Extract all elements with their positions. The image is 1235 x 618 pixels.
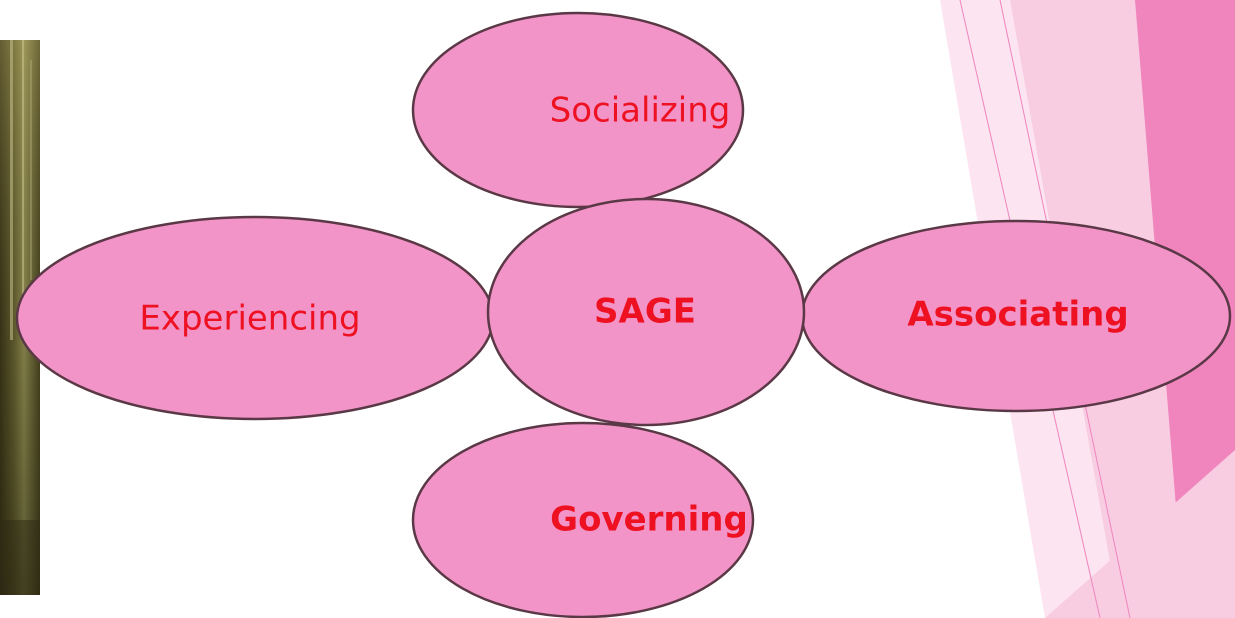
node-experiencing-label: Experiencing: [139, 299, 360, 339]
node-socializing-label: Socializing: [550, 91, 731, 131]
node-governing-label: Governing: [550, 500, 748, 540]
node-sage-label: SAGE: [594, 292, 696, 332]
node-governing-shape: [411, 421, 755, 618]
node-associating-label: Associating: [907, 295, 1128, 335]
sage-diagram: Socializing Experiencing Associating Gov…: [15, 11, 1232, 618]
node-socializing-shape: [411, 11, 745, 209]
node-sage-shape: [486, 197, 806, 427]
